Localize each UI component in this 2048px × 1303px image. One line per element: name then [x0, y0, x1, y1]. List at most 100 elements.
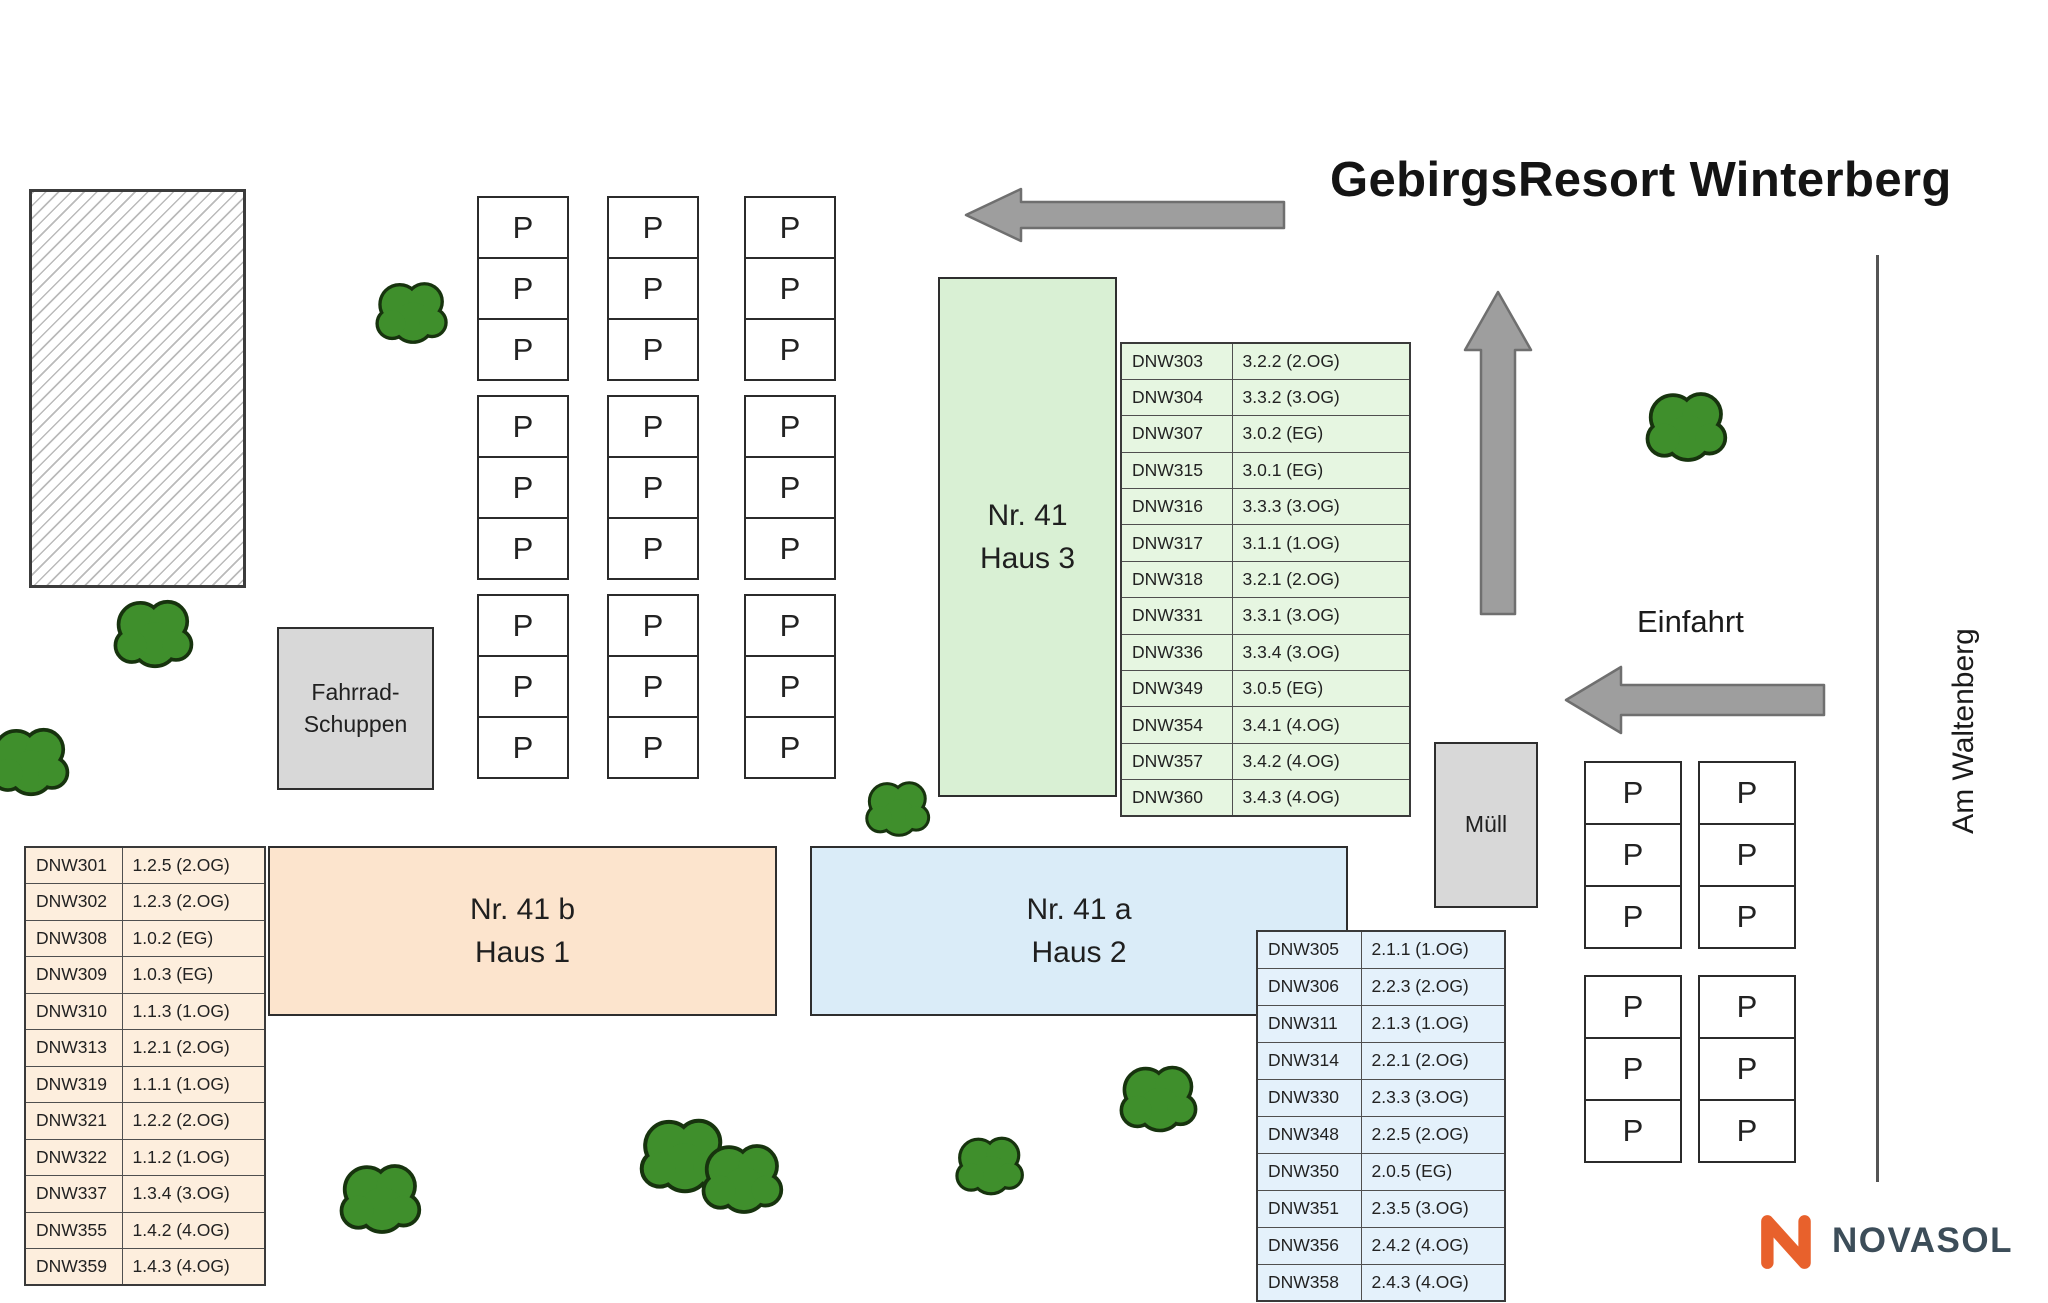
parking-stall: P: [477, 517, 569, 580]
unit-number: 3.0.1 (EG): [1231, 451, 1411, 490]
tree-icon: [1644, 386, 1732, 468]
parking-stall: P: [1584, 975, 1682, 1039]
parking-stall: P: [477, 196, 569, 259]
unit-number: 3.3.2 (3.OG): [1231, 378, 1411, 417]
parking-stall-label: P: [512, 530, 534, 566]
unit-row: DNW308 1.0.2 (EG): [24, 919, 266, 957]
tree-icon: [864, 776, 934, 842]
parking-stall-label: P: [1622, 1051, 1644, 1086]
parking-stall: P: [1698, 1099, 1796, 1163]
unit-code: DNW321: [24, 1102, 123, 1140]
parking-stall: P: [607, 655, 699, 718]
parking-stall-label: P: [1622, 899, 1644, 934]
unit-row: DNW360 3.4.3 (4.OG): [1120, 779, 1411, 817]
bike-shed-label: Fahrrad- Schuppen: [304, 677, 408, 739]
tree-icon: [112, 594, 198, 674]
parking-stall: P: [1698, 885, 1796, 949]
unit-row: DNW359 1.4.3 (4.OG): [24, 1248, 266, 1286]
parking-stall-label: P: [642, 408, 664, 444]
parking-stall-label: P: [1736, 775, 1758, 810]
parking-stall: P: [607, 716, 699, 779]
unit-number: 2.2.1 (2.OG): [1360, 1041, 1506, 1080]
unit-row: DNW315 3.0.1 (EG): [1120, 451, 1411, 490]
unit-row: DNW321 1.2.2 (2.OG): [24, 1102, 266, 1140]
parking-stall-label: P: [779, 331, 801, 367]
unit-number: 3.3.4 (3.OG): [1231, 633, 1411, 672]
unit-number: 1.0.3 (EG): [121, 956, 266, 994]
parking-stall-label: P: [1622, 775, 1644, 810]
unit-code: DNW310: [24, 992, 123, 1030]
parking-stall-label: P: [512, 607, 534, 643]
unit-code: DNW303: [1120, 342, 1233, 380]
parking-stall-label: P: [512, 668, 534, 704]
parking-stall-label: P: [642, 209, 664, 245]
unit-row: DNW316 3.3.3 (3.OG): [1120, 488, 1411, 526]
unit-row: DNW350 2.0.5 (EG): [1256, 1152, 1506, 1191]
parking-stall: P: [477, 594, 569, 657]
parking-stall: P: [1584, 1099, 1682, 1163]
building-haus2-line1: Nr. 41 a: [1026, 892, 1132, 926]
haus3-unit-table: DNW303 3.2.2 (2.OG) DNW304 3.3.2 (3.OG) …: [1120, 342, 1411, 818]
waste-area: Müll: [1434, 742, 1538, 908]
unit-number: 1.1.2 (1.OG): [121, 1138, 266, 1176]
unit-number: 1.4.3 (4.OG): [121, 1248, 266, 1286]
unit-number: 3.2.2 (2.OG): [1231, 342, 1411, 380]
unit-code: DNW301: [24, 846, 123, 884]
parking-stall: P: [744, 655, 836, 718]
unit-number: 1.1.3 (1.OG): [121, 992, 266, 1030]
unit-row: DNW356 2.4.2 (4.OG): [1256, 1226, 1506, 1265]
unit-number: 2.4.2 (4.OG): [1360, 1226, 1506, 1265]
unit-number: 3.4.2 (4.OG): [1231, 742, 1411, 781]
arrow-left-icon: [964, 187, 1286, 243]
bike-shed-label-line1: Fahrrad-: [311, 679, 400, 706]
unit-code: DNW348: [1256, 1115, 1362, 1154]
unit-code: DNW351: [1256, 1189, 1362, 1228]
unit-row: DNW303 3.2.2 (2.OG): [1120, 342, 1411, 380]
haus2-unit-table: DNW305 2.1.1 (1.OG) DNW306 2.2.3 (2.OG) …: [1256, 930, 1506, 1302]
parking-stall: P: [477, 257, 569, 320]
unit-row: DNW337 1.3.4 (3.OG): [24, 1175, 266, 1213]
parking-stall: P: [607, 196, 699, 259]
parking-stall: P: [744, 196, 836, 259]
parking-stall: P: [744, 257, 836, 320]
parking-stall: P: [1584, 1037, 1682, 1101]
unit-row: DNW304 3.3.2 (3.OG): [1120, 378, 1411, 417]
parking-stall-label: P: [642, 607, 664, 643]
parking-stall: P: [607, 395, 699, 458]
parking-stall: P: [744, 318, 836, 381]
unit-number: 1.4.2 (4.OG): [121, 1211, 266, 1249]
unit-row: DNW307 3.0.2 (EG): [1120, 415, 1411, 453]
parking-stall: P: [1698, 975, 1796, 1039]
parking-stall-label: P: [512, 331, 534, 367]
street-boundary-line: [1876, 255, 1879, 1182]
parking-stall-label: P: [642, 668, 664, 704]
unit-code: DNW308: [24, 919, 123, 957]
unit-row: DNW331 3.3.1 (3.OG): [1120, 597, 1411, 635]
unit-number: 3.2.1 (2.OG): [1231, 560, 1411, 599]
unit-row: DNW351 2.3.5 (3.OG): [1256, 1189, 1506, 1228]
unit-number: 3.0.5 (EG): [1231, 670, 1411, 708]
parking-stall-label: P: [1622, 837, 1644, 872]
unit-row: DNW348 2.2.5 (2.OG): [1256, 1115, 1506, 1154]
unit-row: DNW310 1.1.3 (1.OG): [24, 992, 266, 1030]
parking-stall: P: [607, 257, 699, 320]
parking-stall: P: [1698, 761, 1796, 825]
parking-stall-label: P: [779, 530, 801, 566]
unit-number: 2.2.3 (2.OG): [1360, 967, 1506, 1006]
unit-number: 3.1.1 (1.OG): [1231, 524, 1411, 562]
unit-code: DNW317: [1120, 524, 1233, 562]
unit-row: DNW311 2.1.3 (1.OG): [1256, 1004, 1506, 1043]
unit-row: DNW349 3.0.5 (EG): [1120, 670, 1411, 708]
parking-stall: P: [477, 318, 569, 381]
unit-code: DNW356: [1256, 1226, 1362, 1265]
tree-icon: [1118, 1060, 1202, 1138]
unit-number: 3.3.1 (3.OG): [1231, 597, 1411, 635]
parking-stall-label: P: [642, 729, 664, 765]
unit-row: DNW330 2.3.3 (3.OG): [1256, 1078, 1506, 1117]
parking-stall: P: [477, 655, 569, 718]
unit-code: DNW357: [1120, 742, 1233, 781]
unit-code: DNW302: [24, 883, 123, 921]
